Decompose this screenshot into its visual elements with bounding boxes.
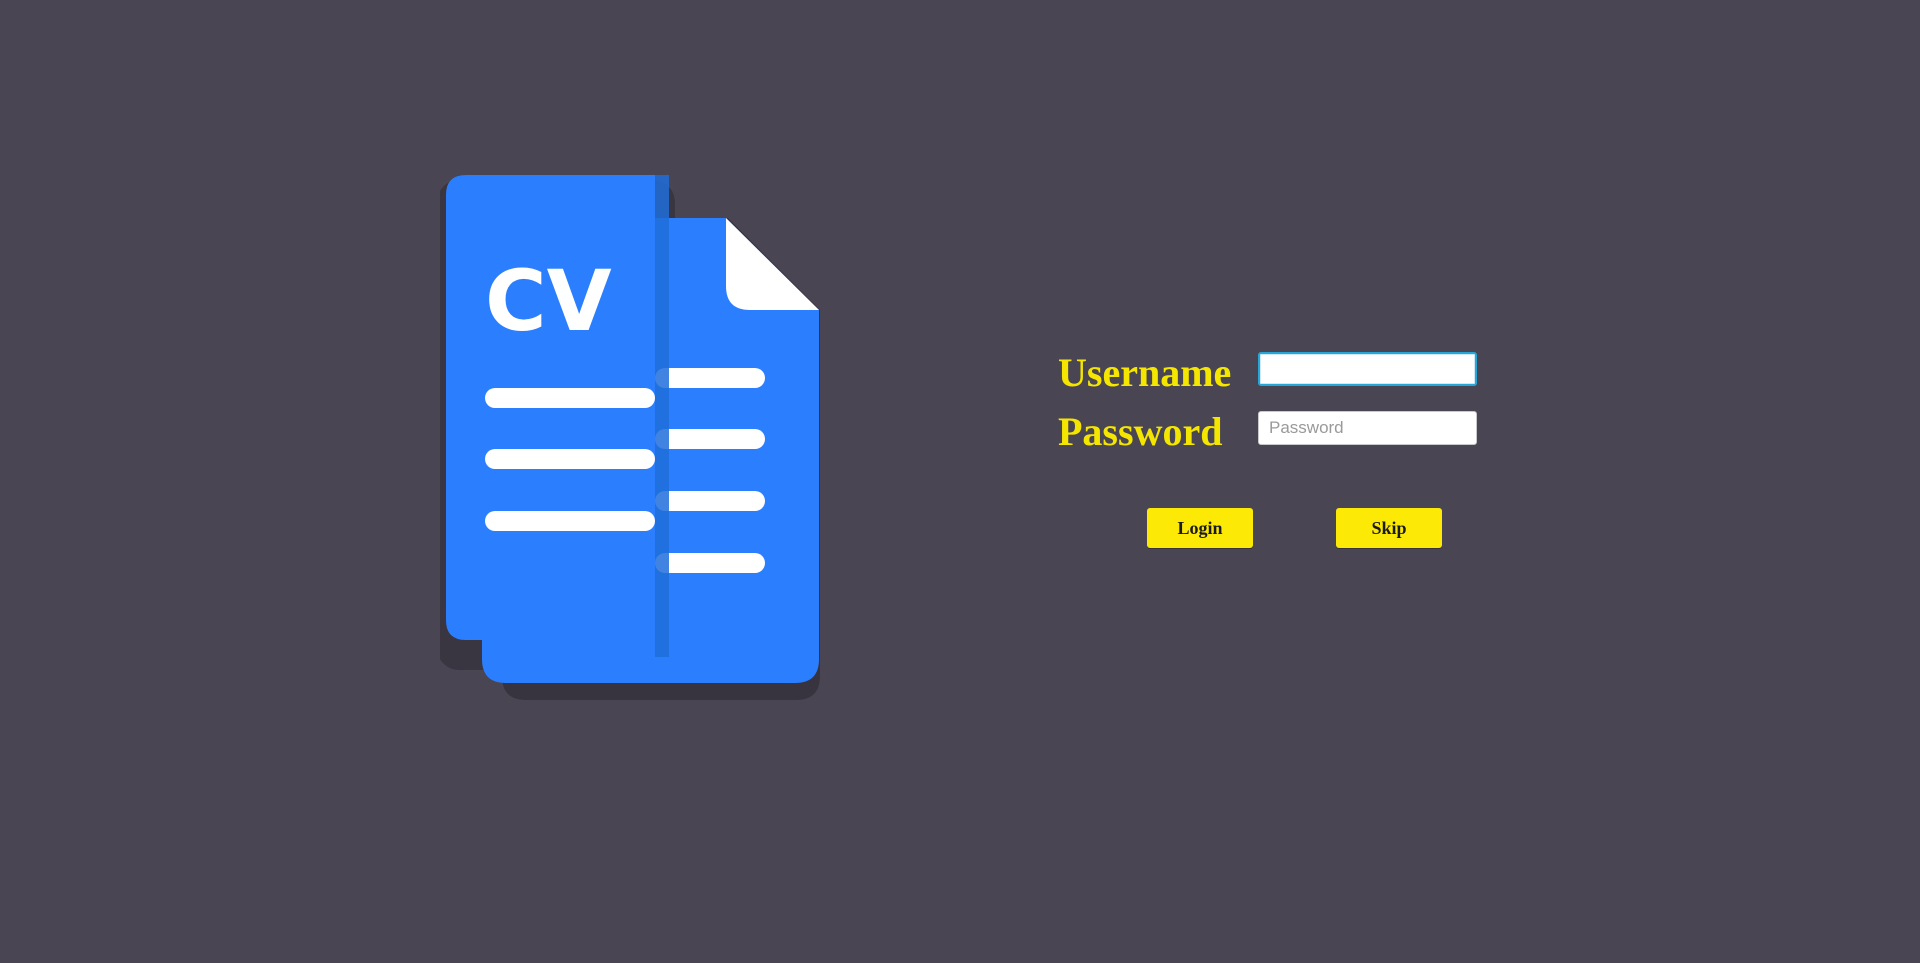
cv-logo: CV <box>440 170 840 710</box>
login-form: Username Password Login Skip <box>1058 347 1488 557</box>
skip-button[interactable]: Skip <box>1336 508 1442 548</box>
login-button[interactable]: Login <box>1147 508 1253 548</box>
password-input[interactable] <box>1258 411 1477 445</box>
password-label: Password <box>1058 409 1223 454</box>
cv-document-icon: CV <box>440 175 820 700</box>
username-label: Username <box>1058 350 1232 395</box>
cv-logo-text: CV <box>485 252 612 350</box>
username-input[interactable] <box>1258 352 1477 386</box>
